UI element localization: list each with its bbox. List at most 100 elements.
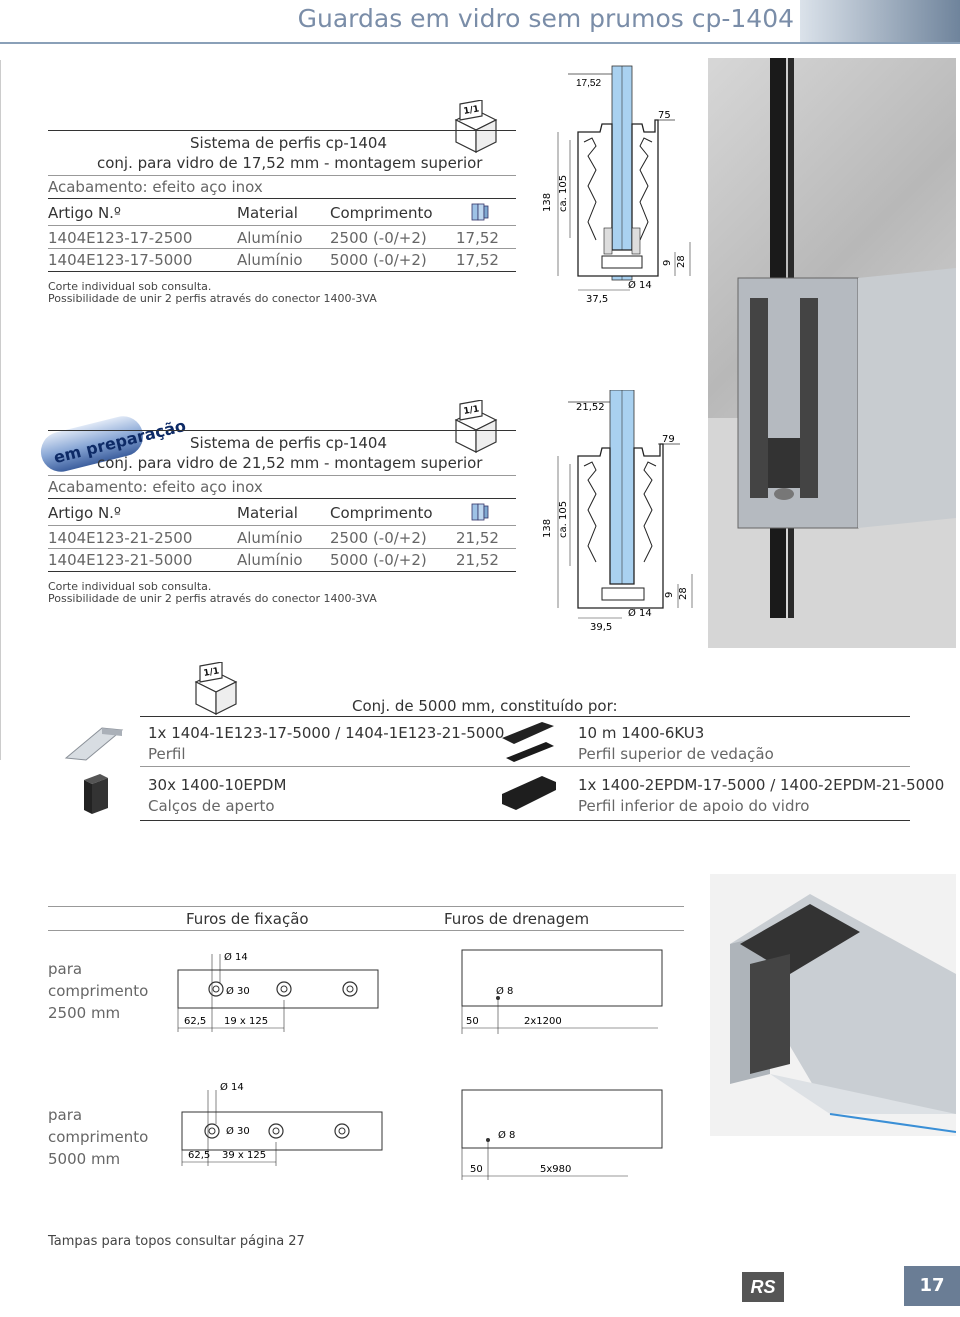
svg-text:75: 75: [658, 110, 671, 121]
box-icon: 1/1: [454, 100, 498, 153]
s1-rule: [48, 175, 516, 176]
s2-finish: Acabamento: efeito aço inox: [48, 478, 263, 496]
s2-col-material: Material: [237, 504, 298, 522]
svg-text:9: 9: [664, 592, 675, 598]
s2-rule5: [48, 571, 516, 572]
svg-text:79: 79: [662, 434, 675, 445]
set-item1-code: 1x 1404-1E123-17-5000 / 1404-1E123-21-50…: [148, 724, 505, 742]
box-icon: 1/1: [454, 400, 498, 453]
drainage-photo-art: [730, 894, 957, 1133]
s2-r2-len: 5000 (-0/+2): [330, 551, 427, 569]
svg-text:Ø 8: Ø 8: [498, 1129, 515, 1141]
drain-holes-5000: Ø 8 50 5x980: [461, 1089, 663, 1180]
s2-top-rule: [48, 430, 516, 431]
len2-line1: para: [48, 1106, 83, 1124]
set-item4-desc: Perfil inferior de apoio do vidro: [578, 797, 810, 815]
drainage-photo: [710, 874, 957, 1136]
s2-title: Sistema de perfis cp-1404: [190, 434, 388, 452]
svg-text:19 x 125: 19 x 125: [224, 1016, 268, 1027]
svg-text:9: 9: [662, 260, 673, 266]
profile-photo: [708, 58, 956, 648]
seal-thumb: [502, 722, 554, 762]
s1-note1: Corte individual sob consulta.: [48, 280, 212, 293]
set-rule3: [140, 820, 910, 821]
svg-text:Ø 30: Ø 30: [226, 1125, 250, 1137]
s1-subtitle: conj. para vidro de 17,52 mm - montagem …: [97, 154, 483, 172]
len1-line3: 2500 mm: [48, 1004, 121, 1022]
s1-profile-drawing: 17,52 75 138 ca. 105 9 28 37,5 Ø 14: [542, 65, 691, 305]
s2-profile-drawing: 21,52 79 138 ca. 105 9 28 39,5 Ø 14: [542, 390, 693, 633]
brand-logo: RS: [742, 1272, 784, 1302]
footer-note: Tampas para topos consultar página 27: [48, 1234, 305, 1249]
left-margin-line: [0, 60, 1, 760]
len1-line2: comprimento: [48, 982, 149, 1000]
box-icon: 1/1: [194, 662, 238, 715]
set-item2-code: 10 m 1400-6KU3: [578, 724, 705, 742]
svg-text:Ø 14: Ø 14: [628, 607, 652, 619]
svg-text:39,5: 39,5: [590, 622, 612, 633]
s1-r2-code: 1404E123-17-5000: [48, 251, 193, 269]
s2-subtitle: conj. para vidro de 21,52 mm - montagem …: [97, 454, 483, 472]
s2-r1-mat: Alumínio: [237, 529, 303, 547]
profile-photo-art: [708, 58, 956, 648]
set-item3-desc: Calços de aperto: [148, 797, 275, 815]
set-item3-code: 30x 1400-10EPDM: [148, 776, 287, 794]
svg-text:28: 28: [676, 255, 687, 268]
svg-text:5x980: 5x980: [540, 1164, 571, 1175]
svg-text:37,5: 37,5: [586, 294, 608, 305]
s2-col-artigo: Artigo N.º: [48, 504, 122, 522]
set-item4-code: 1x 1400-2EPDM-17-5000 / 1400-2EPDM-21-50…: [578, 776, 945, 794]
page-title: Guardas em vidro sem prumos cp-1404: [297, 4, 794, 33]
s1-rule2: [48, 198, 516, 199]
s2-rule2: [48, 498, 516, 499]
s1-col-artigo: Artigo N.º: [48, 204, 122, 222]
s1-rule3: [48, 225, 516, 226]
svg-text:17,52: 17,52: [576, 78, 601, 89]
profile-thumb: [64, 727, 124, 761]
s1-top-rule: [48, 130, 516, 131]
s2-r2-mat: Alumínio: [237, 551, 303, 569]
s1-col-length: Comprimento: [330, 204, 433, 222]
glass-icon: [471, 203, 489, 221]
s2-note1: Corte individual sob consulta.: [48, 580, 212, 593]
s2-r1-code: 1404E123-21-2500: [48, 529, 193, 547]
header-rule: [0, 42, 960, 44]
set-rule2: [140, 766, 910, 767]
svg-text:Ø 14: Ø 14: [220, 1081, 244, 1093]
svg-text:39 x 125: 39 x 125: [222, 1150, 266, 1161]
s2-rule: [48, 475, 516, 476]
clamp-thumb: [84, 774, 108, 814]
s2-note2: Possibilidade de unir 2 perfis através d…: [48, 592, 377, 605]
s1-r2-mat: Alumínio: [237, 251, 303, 269]
s2-rule4: [48, 548, 516, 549]
s2-col-length: Comprimento: [330, 504, 433, 522]
s1-r1-code: 1404E123-17-2500: [48, 229, 193, 247]
set-item2-desc: Perfil superior de vedação: [578, 745, 774, 763]
s2-r1-glass: 21,52: [456, 529, 499, 547]
svg-text:62,5: 62,5: [188, 1150, 210, 1161]
set-item1-desc: Perfil: [148, 745, 186, 763]
svg-text:50: 50: [470, 1164, 483, 1175]
svg-text:Ø 14: Ø 14: [628, 279, 652, 291]
s1-rule5: [48, 271, 516, 272]
s2-r2-code: 1404E123-21-5000: [48, 551, 193, 569]
drain-holes-2500: Ø 8 50 2x1200: [461, 949, 663, 1034]
s2-rule3: [48, 525, 516, 526]
svg-text:Ø 14: Ø 14: [224, 951, 248, 963]
s1-r2-len: 5000 (-0/+2): [330, 251, 427, 269]
header-band: [800, 0, 960, 42]
set-title: Conj. de 5000 mm, constituído por:: [352, 697, 618, 715]
svg-text:ca. 105: ca. 105: [558, 175, 569, 212]
svg-text:138: 138: [542, 193, 553, 212]
svg-text:1/1: 1/1: [463, 104, 480, 117]
svg-text:2x1200: 2x1200: [524, 1016, 562, 1027]
s2-r2-glass: 21,52: [456, 551, 499, 569]
fix-holes-5000: Ø 14 Ø 30 62,5 39 x 125: [181, 1081, 383, 1166]
glass-icon: [471, 503, 489, 521]
len1-line1: para: [48, 960, 83, 978]
set-rule: [140, 716, 910, 717]
svg-text:Ø 30: Ø 30: [226, 985, 250, 997]
holes-top-rule: [48, 906, 684, 907]
svg-text:50: 50: [466, 1016, 479, 1027]
s1-note2: Possibilidade de unir 2 perfis através d…: [48, 292, 377, 305]
